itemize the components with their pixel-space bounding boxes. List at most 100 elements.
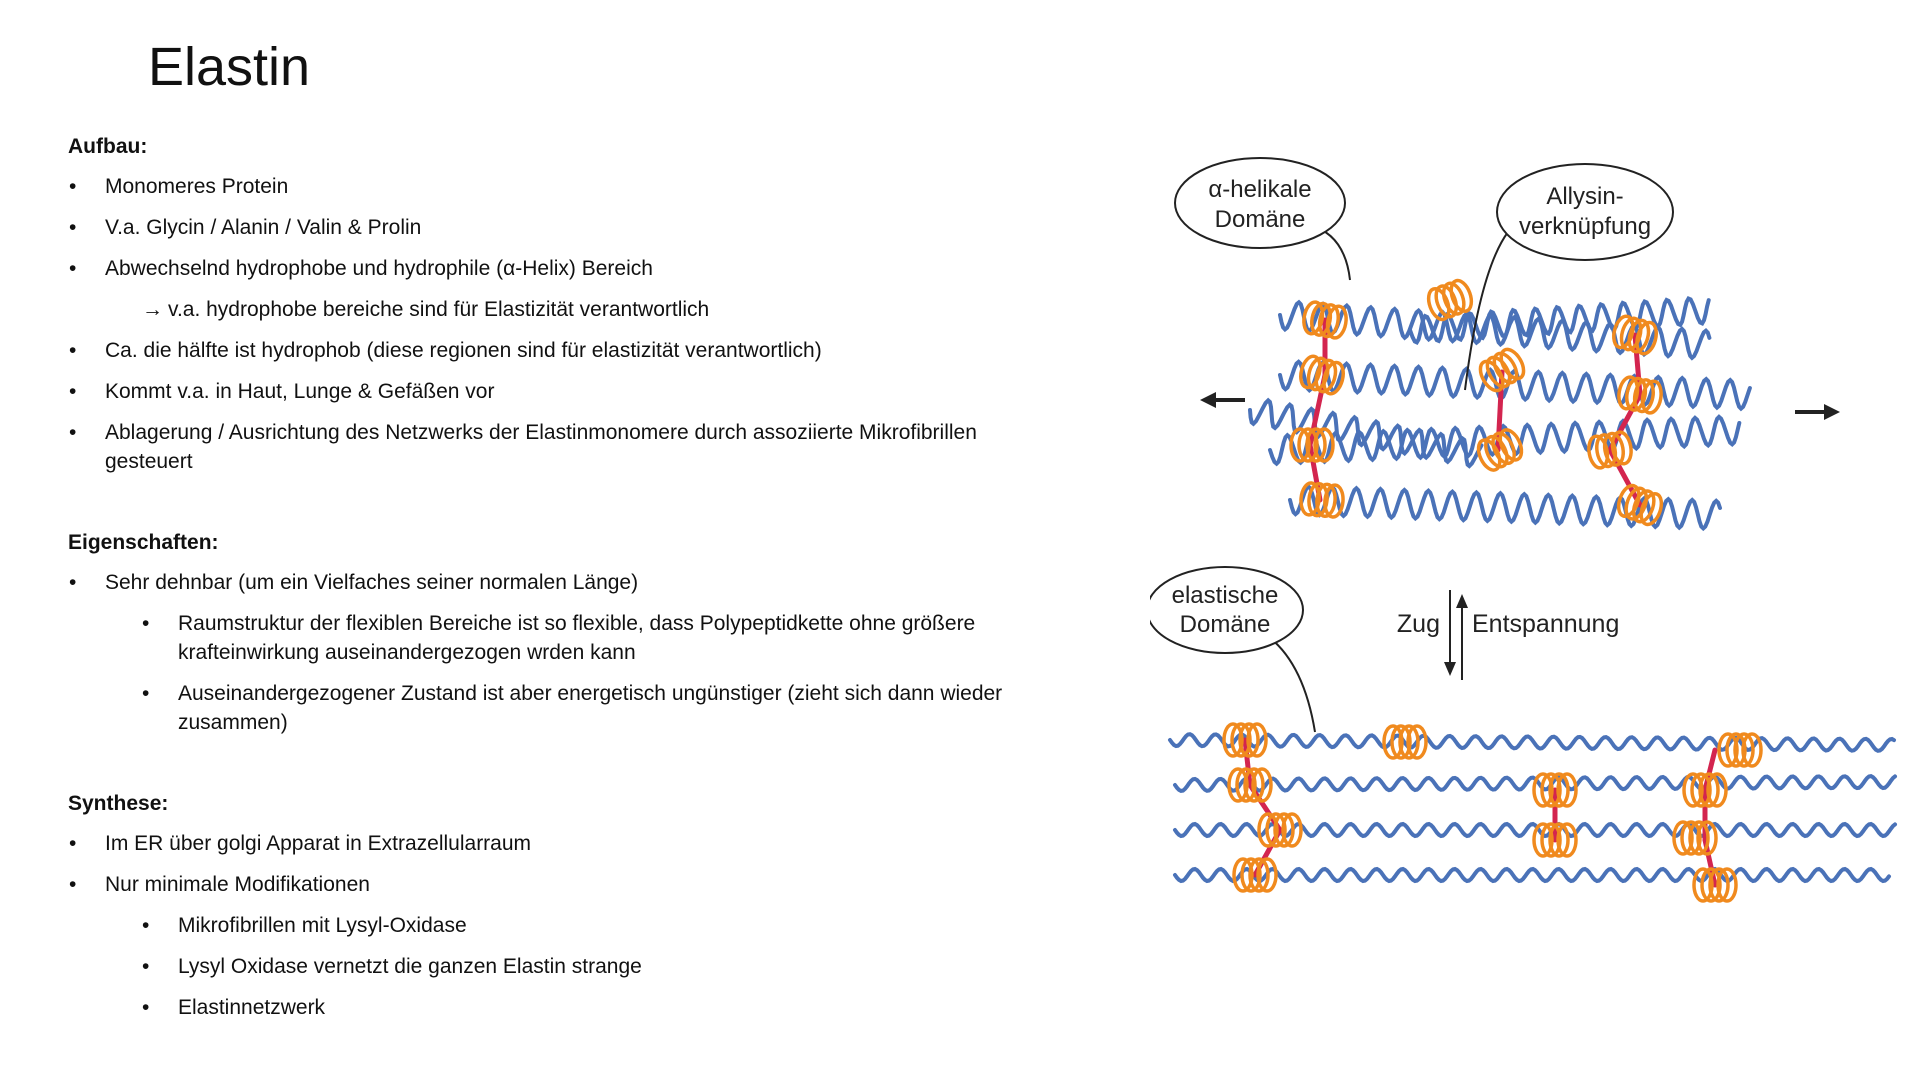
callout-bubble (1496, 163, 1674, 261)
arrow-item-text: v.a. hydrophobe bereiche sind für Elasti… (168, 298, 710, 321)
polypeptide-chain (1408, 295, 1711, 345)
helix-turn (1235, 767, 1257, 803)
callout-label: Domäne (1215, 206, 1306, 233)
helix-turn (1441, 281, 1466, 316)
bullet-item: Kommt v.a. in Haut, Lunge & Gefäßen vor (68, 377, 1068, 406)
helix-turn (1426, 287, 1451, 322)
alpha-helix-icon (1717, 732, 1763, 768)
helix-turn (1717, 732, 1739, 768)
alpha-helix-icon (1532, 772, 1578, 808)
helix-turn (1540, 822, 1562, 858)
helix-turn (1299, 481, 1321, 517)
alpha-helix-icon (1672, 820, 1718, 856)
helix-turn (1616, 483, 1641, 518)
helix-turn (1325, 304, 1348, 340)
helix-turn (1625, 376, 1648, 412)
helix-turn (1617, 375, 1640, 411)
bullet-item: Ca. die hälfte ist hydrophob (diese regi… (68, 336, 1068, 365)
alpha-helix-icon (1426, 278, 1474, 322)
crosslink (1242, 737, 1253, 788)
bullet-item: Nur minimale Modifikationen (68, 870, 1068, 899)
elastin-diagram: α-helikale Domäne Allysin- verknüpfung e… (1146, 157, 1897, 903)
alpha-helix-icon (1476, 428, 1524, 472)
alpha-helix-icon (1289, 427, 1335, 463)
helix-turn (1610, 430, 1633, 466)
callout-pointer (1464, 231, 1509, 391)
alpha-helix-icon (1227, 767, 1273, 803)
alpha-helix-icon (1478, 347, 1526, 393)
helix-turn (1317, 303, 1340, 339)
helix-turn (1485, 355, 1512, 389)
helix-turn (1256, 857, 1278, 893)
alpha-helix-icon (1232, 857, 1278, 893)
helix-turn (1251, 767, 1273, 803)
helix-turn (1246, 722, 1268, 758)
crosslink (1702, 747, 1718, 793)
bullet-list: Monomeres Protein V.a. Glycin / Alanin /… (68, 172, 1068, 476)
helix-turn (1540, 772, 1562, 808)
helix-turn (1632, 378, 1655, 414)
helix-turn (1323, 483, 1345, 519)
helix-turn (1222, 722, 1244, 758)
callout-bubble (1174, 157, 1346, 249)
helix-turn (1672, 820, 1694, 856)
polypeptide-chain (1288, 483, 1722, 532)
alpha-helix-icon (1616, 483, 1664, 527)
helix-turn (1498, 428, 1524, 462)
helix-turn (1322, 360, 1345, 396)
polypeptide-chain (1173, 866, 1891, 884)
text-column: Aufbau: Monomeres Protein V.a. Glycin / … (68, 132, 1068, 1074)
helix-turn (1476, 438, 1502, 472)
transition-indicator: Zug Entspannung (1397, 590, 1619, 680)
helix-layer (1222, 278, 1763, 903)
alpha-helix-icon (1587, 430, 1633, 470)
section-aufbau: Aufbau: Monomeres Protein V.a. Glycin / … (68, 132, 1068, 476)
left-arrowhead-icon (1200, 392, 1216, 408)
helix-turn (1230, 722, 1252, 758)
helix-turn (1281, 812, 1303, 848)
helix-turn (1627, 318, 1651, 354)
polypeptide-chain (1173, 821, 1897, 839)
helix-turn (1692, 867, 1714, 903)
callout-label: elastische (1172, 582, 1279, 609)
helix-turn (1602, 431, 1625, 467)
chain-layer (1168, 295, 1897, 884)
bullet-item: Im ER über golgi Apparat in Extrazellula… (68, 829, 1068, 858)
helix-turn (1690, 772, 1712, 808)
section-heading: Synthese: (68, 792, 169, 815)
helix-turn (1390, 724, 1412, 760)
helix-turn (1313, 427, 1335, 463)
helix-turn (1314, 358, 1338, 394)
helix-turn (1227, 767, 1249, 803)
alpha-helix-icon (1692, 867, 1738, 903)
callout-helical-domain: α-helikale Domäne (1174, 157, 1351, 281)
helix-turn (1741, 732, 1763, 768)
callout-label: α-helikale (1208, 176, 1311, 203)
helix-turn (1725, 732, 1747, 768)
relax-arrowhead-icon (1456, 594, 1468, 608)
relax-label: Entspannung (1472, 610, 1619, 638)
helix-turn (1688, 820, 1710, 856)
bullet-list: Im ER über golgi Apparat in Extrazellula… (68, 829, 1068, 1022)
alpha-helix-icon (1617, 375, 1663, 415)
sub-bullet-item: Raumstruktur der flexiblen Bereiche ist … (68, 609, 1068, 667)
section-synthese: Synthese: Im ER über golgi Apparat in Ex… (68, 789, 1068, 1022)
helix-turn (1265, 812, 1287, 848)
helix-turn (1289, 427, 1311, 463)
helix-turn (1398, 724, 1420, 760)
helix-turn (1639, 492, 1664, 527)
alpha-helix-icon (1532, 822, 1578, 858)
callout-allysin-crosslink: Allysin- verknüpfung (1464, 163, 1674, 391)
helix-turn (1310, 301, 1333, 337)
helix-turn (1548, 822, 1570, 858)
bullet-item: Monomeres Protein (68, 172, 1068, 201)
bullet-list: Sehr dehnbar (um ein Vielfaches seiner n… (68, 568, 1068, 737)
alpha-helix-icon (1299, 354, 1345, 396)
arrow-item: v.a. hydrophobe bereiche sind für Elasti… (68, 295, 1068, 324)
alpha-helix-icon (1682, 772, 1728, 808)
pull-label: Zug (1397, 610, 1440, 638)
helix-turn (1708, 867, 1730, 903)
helix-turn (1556, 822, 1578, 858)
callout-elastic-domain: elastische Domäne (1146, 566, 1316, 733)
right-arrowhead-icon (1824, 404, 1840, 420)
